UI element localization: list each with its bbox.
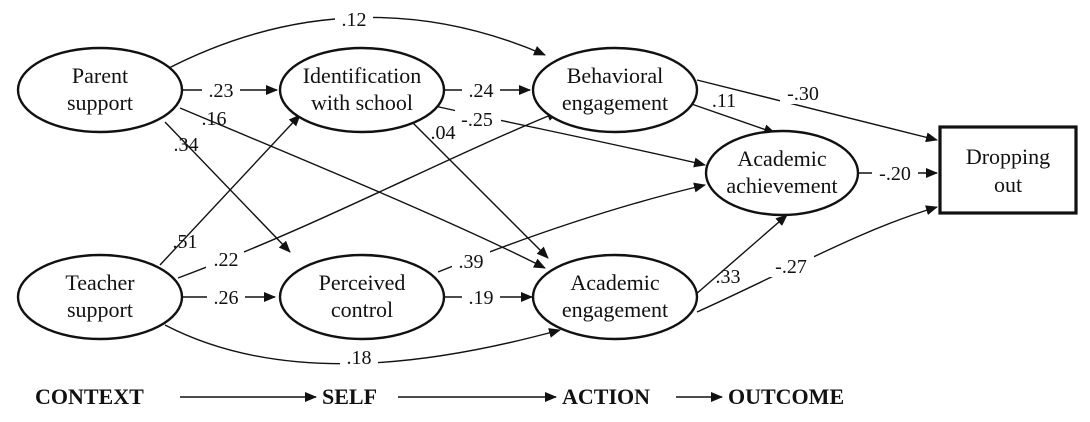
coefficients: .12 .23 .16 .34 .24 -.25 .04 .11 -.30 .5… (173, 8, 918, 369)
node-label-line2: out (994, 172, 1022, 197)
node-label-line1: Academic (737, 146, 826, 171)
node-label-line1: Perceived (319, 270, 406, 295)
coef-label: .22 (214, 249, 239, 271)
node-label-line1: Behavioral (567, 63, 664, 88)
node-academic-engagement: Academic engagement (531, 253, 699, 341)
node-label-line1: Identification (303, 63, 422, 88)
coef-label: .16 (202, 108, 227, 130)
coef-label: .51 (173, 231, 198, 253)
edge-behavioral-achievement (679, 99, 776, 135)
node-label-line2: achievement (726, 173, 837, 198)
node-label-line2: with school (311, 90, 413, 115)
stage-self: SELF (322, 384, 377, 409)
node-label-line2: control (331, 297, 393, 322)
coef-label: .18 (347, 347, 372, 369)
node-academic-achievement: Academic achievement (704, 129, 860, 217)
edge-teacher-identification (159, 114, 301, 266)
coef-label: -.20 (879, 163, 911, 185)
coef-label: -.27 (775, 256, 807, 278)
node-perceived-control: Perceived control (278, 253, 446, 341)
node-teacher-support: Teacher support (16, 253, 184, 341)
coef-label: -.25 (461, 109, 493, 131)
node-label-line2: engagement (562, 90, 668, 115)
edge-identification-academic-engagement (409, 119, 549, 259)
node-behavioral-engagement: Behavioral engagement (531, 46, 699, 134)
coef-label: .33 (716, 266, 741, 288)
coef-label: .23 (209, 80, 234, 102)
coef-label: .11 (712, 90, 736, 112)
stage-outcome: OUTCOME (728, 384, 844, 409)
stage-action: ACTION (562, 384, 650, 409)
node-label-line1: Teacher (65, 270, 135, 295)
edge-behavioral-dropping (696, 79, 938, 143)
coef-label: .26 (214, 287, 239, 309)
coef-label: -.30 (787, 83, 819, 105)
edge-parent-perceived (164, 121, 291, 253)
stage-row: CONTEXT SELF ACTION OUTCOME (35, 384, 844, 409)
edge-parent-academic-engagement (179, 107, 546, 269)
node-label-line1: Parent (72, 63, 128, 88)
coef-label: .34 (174, 134, 199, 156)
coef-label: .04 (431, 122, 456, 144)
node-label-line2: engagement (562, 297, 668, 322)
edge-academic-engagement-dropping (696, 205, 938, 313)
edge-academic-engagement-achievement (694, 214, 788, 296)
node-parent-support: Parent support (16, 46, 184, 134)
node-label-line2: support (67, 297, 133, 322)
node-identification-with-school: Identification with school (278, 46, 446, 134)
node-label-line1: Academic (570, 270, 659, 295)
node-label-line1: Dropping (966, 144, 1050, 169)
stage-context: CONTEXT (35, 384, 144, 409)
node-dropping-out: Dropping out (938, 125, 1078, 215)
coef-label: .39 (459, 251, 484, 273)
node-label-line2: support (67, 90, 133, 115)
coef-label: .12 (342, 9, 367, 31)
coef-label: .24 (469, 80, 494, 102)
coef-label: .19 (469, 287, 494, 309)
